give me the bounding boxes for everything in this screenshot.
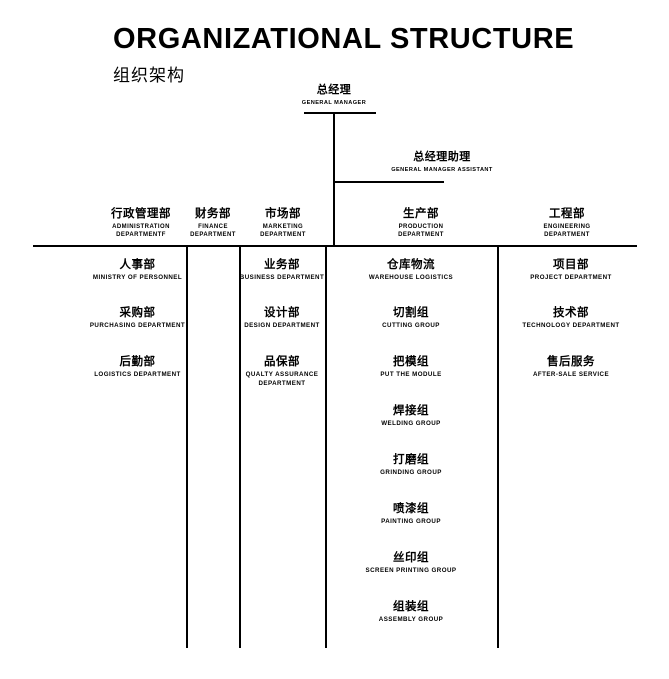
node-label-cn: 项目部 [553,259,589,271]
node-welding-group: 焊接组 WELDING GROUP [335,404,487,429]
node-label-cn: 后勤部 [119,356,156,368]
node-screen-printing-group: 丝印组 SCREEN PRINTING GROUP [335,551,487,576]
node-label-cn: 技术部 [553,307,589,319]
node-label-cn: 喷漆组 [393,503,429,515]
node-label-en: PROJECT DEPARTMENT [530,274,612,282]
node-label-cn: 总经理 [316,84,352,96]
node-put-the-module: 把模组 PUT THE MODULE [335,355,487,380]
node-quality-assurance: 品保部 QUALTY ASSURANCE DEPARTMENT [239,355,325,388]
column-divider-4 [497,246,499,648]
node-after-sale-service: 售后服务 AFTER-SALE SERVICE [497,355,645,380]
node-label-cn: 焊接组 [393,405,429,417]
column-divider-1 [186,246,188,648]
node-label-en: TECHNOLOGY DEPARTMENT [522,322,620,330]
node-department-engineering: 工程部 ENGINEERING DEPARTMENT [497,207,637,240]
node-label-en: PRODUCTION DEPARTMENT [398,224,444,239]
node-label-cn: 工程部 [549,208,585,220]
node-label-en: GRINDING GROUP [380,469,442,477]
node-label-en: AFTER-SALE SERVICE [532,371,610,379]
node-label-en: MINISTRY OF PERSONNEL [92,274,183,282]
node-label-en: ASSEMBLY GROUP [378,616,444,624]
node-department-production: 生产部 PRODUCTION DEPARTMENT [345,207,497,240]
node-label-en: DESIGN DEPARTMENT [244,322,320,330]
node-label-cn: 把模组 [393,356,429,368]
node-label-en: QUALTY ASSURANCE DEPARTMENT [245,371,319,387]
chart-title-block: ORGANIZATIONAL STRUCTURE 组织架构 [113,24,574,86]
node-label-cn: 品保部 [264,356,300,368]
node-label-cn: 人事部 [119,259,156,271]
node-label-cn: 切割组 [393,307,429,319]
department-divider-rule [33,245,637,247]
node-label-en: SCREEN PRINTING GROUP [365,567,457,575]
node-label-cn: 生产部 [403,208,439,220]
node-label-cn: 财务部 [195,208,231,220]
node-department-finance: 财务部 FINANCE DEPARTMENT [178,207,248,240]
node-label-cn: 丝印组 [393,552,429,564]
node-department-administration: 行政管理部 ADMINISTRATION DEPARTMENTF [86,207,196,240]
node-label-en: FINANCE DEPARTMENT [190,224,236,239]
node-design-department: 设计部 DESIGN DEPARTMENT [208,306,356,331]
node-label-en: PUT THE MODULE [380,371,442,379]
node-assembly-group: 组装组 ASSEMBLY GROUP [335,600,487,625]
node-label-cn: 行政管理部 [111,208,171,220]
node-label-en: ENGINEERING DEPARTMENT [543,224,591,239]
node-label-cn: 市场部 [265,208,301,220]
node-business-department: 业务部 BUSINESS DEPARTMENT [208,258,356,283]
node-label-cn: 采购部 [119,307,156,319]
node-label-cn: 总经理助理 [413,151,471,163]
node-label-en: PURCHASING DEPARTMENT [89,322,186,330]
node-label-en: WELDING GROUP [381,420,441,428]
node-label-en: WAREHOUSE LOGISTICS [368,274,454,282]
node-label-en: MARKETING DEPARTMENT [260,224,306,239]
node-department-marketing: 市场部 MARKETING DEPARTMENT [240,207,326,240]
node-label-cn: 仓库物流 [387,259,435,271]
node-personnel: 人事部 MINISTRY OF PERSONNEL [60,258,215,283]
node-general-manager-assistant: 总经理助理 GENERAL MANAGER ASSISTANT [336,151,548,174]
node-label-en: ADMINISTRATION DEPARTMENTF [112,224,170,239]
column-divider-3 [325,246,327,648]
node-general-manager: 总经理 GENERAL MANAGER [284,84,384,107]
node-logistics-department: 后勤部 LOGISTICS DEPARTMENT [60,355,215,380]
node-label-en: LOGISTICS DEPARTMENT [94,371,181,379]
node-cutting-group: 切割组 CUTTING GROUP [335,306,487,331]
node-label-en: PAINTING GROUP [381,518,441,526]
node-label-en: GENERAL MANAGER [301,99,367,106]
node-label-en: GENERAL MANAGER ASSISTANT [391,166,493,173]
node-label-cn: 售后服务 [547,356,595,368]
node-purchasing: 采购部 PURCHASING DEPARTMENT [60,306,215,331]
node-label-cn: 业务部 [264,259,300,271]
node-grinding-group: 打磨组 GRINDING GROUP [335,453,487,478]
node-project-department: 项目部 PROJECT DEPARTMENT [497,258,645,283]
general-manager-stem [333,112,335,246]
general-manager-underline [304,112,376,114]
node-technology-department: 技术部 TECHNOLOGY DEPARTMENT [497,306,645,331]
general-manager-assistant-underline [334,181,444,183]
page-subtitle: 组织架构 [113,66,185,86]
node-label-cn: 设计部 [264,307,300,319]
column-divider-2 [239,246,241,648]
node-painting-group: 喷漆组 PAINTING GROUP [335,502,487,527]
node-label-cn: 打磨组 [393,454,429,466]
node-label-en: BUSINESS DEPARTMENT [239,274,325,282]
node-warehouse-logistics: 仓库物流 WAREHOUSE LOGISTICS [335,258,487,283]
node-label-cn: 组装组 [393,601,429,613]
page-title: ORGANIZATIONAL STRUCTURE [113,23,575,55]
node-label-en: CUTTING GROUP [382,322,440,330]
